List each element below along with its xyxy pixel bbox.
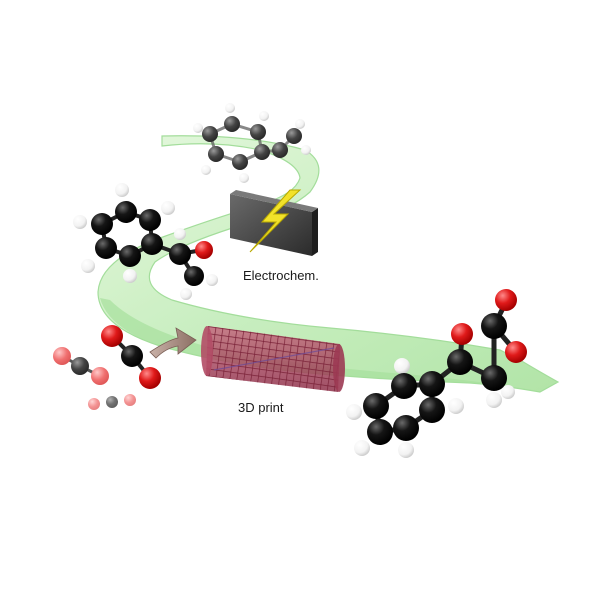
- lightning-bolt-icon: [249, 189, 302, 253]
- molecule-product: [346, 289, 527, 458]
- arrow-icon: [149, 327, 197, 359]
- molecule-co-faded: [53, 347, 109, 385]
- flow-reactor-icon: [201, 326, 345, 392]
- molecule-left: [73, 183, 218, 300]
- electrochem-cell: [230, 189, 318, 256]
- molecule-top: [193, 103, 311, 183]
- molecule-co-small: [88, 394, 136, 410]
- label-electrochem: Electrochem.: [243, 268, 319, 283]
- molecule-co2: [101, 325, 161, 389]
- label-3d-print: 3D print: [238, 400, 284, 415]
- electrode-plate-icon: [230, 194, 312, 256]
